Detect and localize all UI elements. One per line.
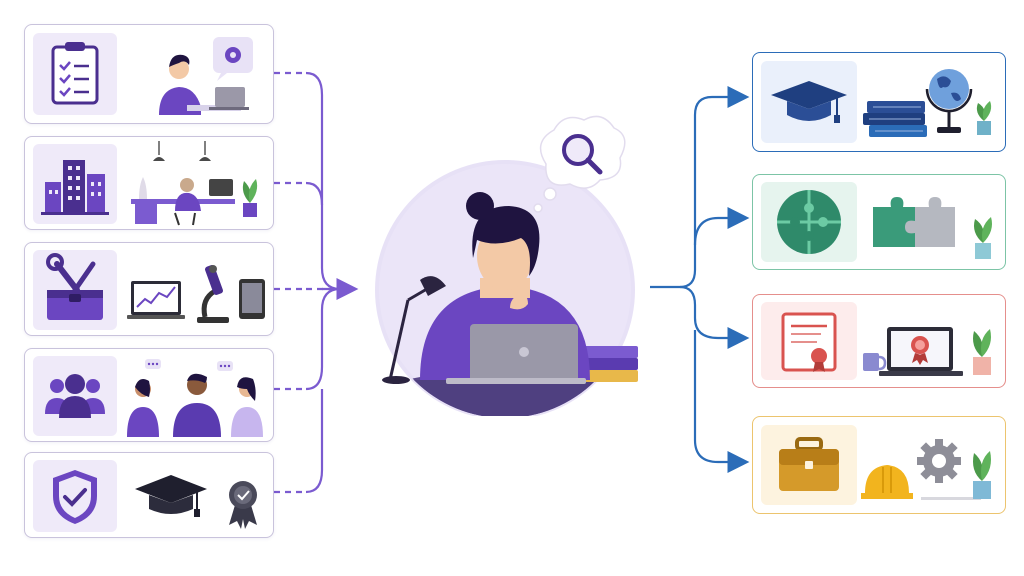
potted-plant-icon bbox=[974, 217, 992, 259]
mug-icon bbox=[863, 353, 887, 371]
right-branch-lines bbox=[650, 86, 750, 473]
hard-hat-and-gear-scene bbox=[861, 439, 991, 500]
puzzle-circle-icon bbox=[777, 190, 841, 254]
gear-icon bbox=[917, 439, 961, 483]
desk-lamp-icon bbox=[382, 276, 446, 384]
award-ribbon-icon bbox=[911, 336, 929, 365]
left-merge-curves bbox=[305, 71, 359, 494]
icon-tile bbox=[761, 425, 857, 505]
graduation-cap-icon bbox=[135, 475, 207, 517]
left-card-workplace bbox=[24, 136, 274, 230]
right-card-education bbox=[752, 52, 1006, 152]
puzzle-piece-icon bbox=[905, 197, 955, 247]
briefcase-icon bbox=[779, 437, 839, 491]
left-card-tools bbox=[24, 242, 274, 336]
icon-tile bbox=[33, 33, 117, 115]
three-people-talking-scene bbox=[127, 359, 263, 437]
books-and-globe-scene bbox=[863, 69, 992, 137]
potted-plant-icon bbox=[973, 329, 991, 375]
puzzle-pieces-scene bbox=[873, 197, 992, 259]
cap-and-badge-scene bbox=[135, 475, 257, 529]
magnifier-icon bbox=[562, 134, 603, 175]
puzzle-piece-icon bbox=[873, 197, 927, 247]
right-card-problem-solving bbox=[752, 174, 1006, 270]
left-card-planning bbox=[24, 24, 274, 124]
icon-tile bbox=[33, 250, 117, 330]
icon-tile bbox=[33, 460, 117, 532]
office-buildings-icon bbox=[41, 160, 109, 215]
certificate-icon bbox=[781, 312, 837, 372]
potted-plant-icon bbox=[973, 451, 991, 499]
icon-tile bbox=[33, 356, 117, 436]
icon-tile bbox=[761, 302, 857, 380]
hard-hat-icon bbox=[861, 465, 913, 499]
book-stack-icon bbox=[863, 101, 927, 137]
potted-plant-icon bbox=[242, 179, 258, 217]
toolbox-icon bbox=[46, 253, 103, 320]
analytics-lab-scene bbox=[127, 265, 265, 323]
person-thinking-at-laptop bbox=[375, 160, 638, 416]
laptop-with-award-scene bbox=[863, 327, 991, 376]
graduation-cap-icon bbox=[771, 81, 847, 123]
left-card-collaboration bbox=[24, 348, 274, 442]
group-people-icon bbox=[45, 374, 105, 418]
potted-plant-icon bbox=[976, 101, 992, 135]
left-card-qualification bbox=[24, 452, 274, 538]
office-desk-scene bbox=[131, 141, 258, 226]
clipboard-checklist-icon bbox=[51, 42, 99, 105]
icon-tile bbox=[33, 144, 117, 224]
award-badge-icon bbox=[229, 481, 257, 529]
right-card-certification bbox=[752, 294, 1006, 388]
right-card-career bbox=[752, 416, 1006, 514]
icon-tile bbox=[761, 182, 857, 262]
globe-icon bbox=[925, 69, 973, 133]
shield-check-icon bbox=[53, 470, 97, 524]
icon-tile bbox=[761, 61, 857, 143]
center-figure bbox=[360, 160, 650, 416]
microscope-icon bbox=[197, 265, 229, 323]
person-writing-scene bbox=[159, 37, 253, 115]
thought-bubble bbox=[533, 115, 626, 213]
left-dashed-stubs bbox=[274, 71, 306, 494]
gear-icon bbox=[225, 47, 241, 63]
